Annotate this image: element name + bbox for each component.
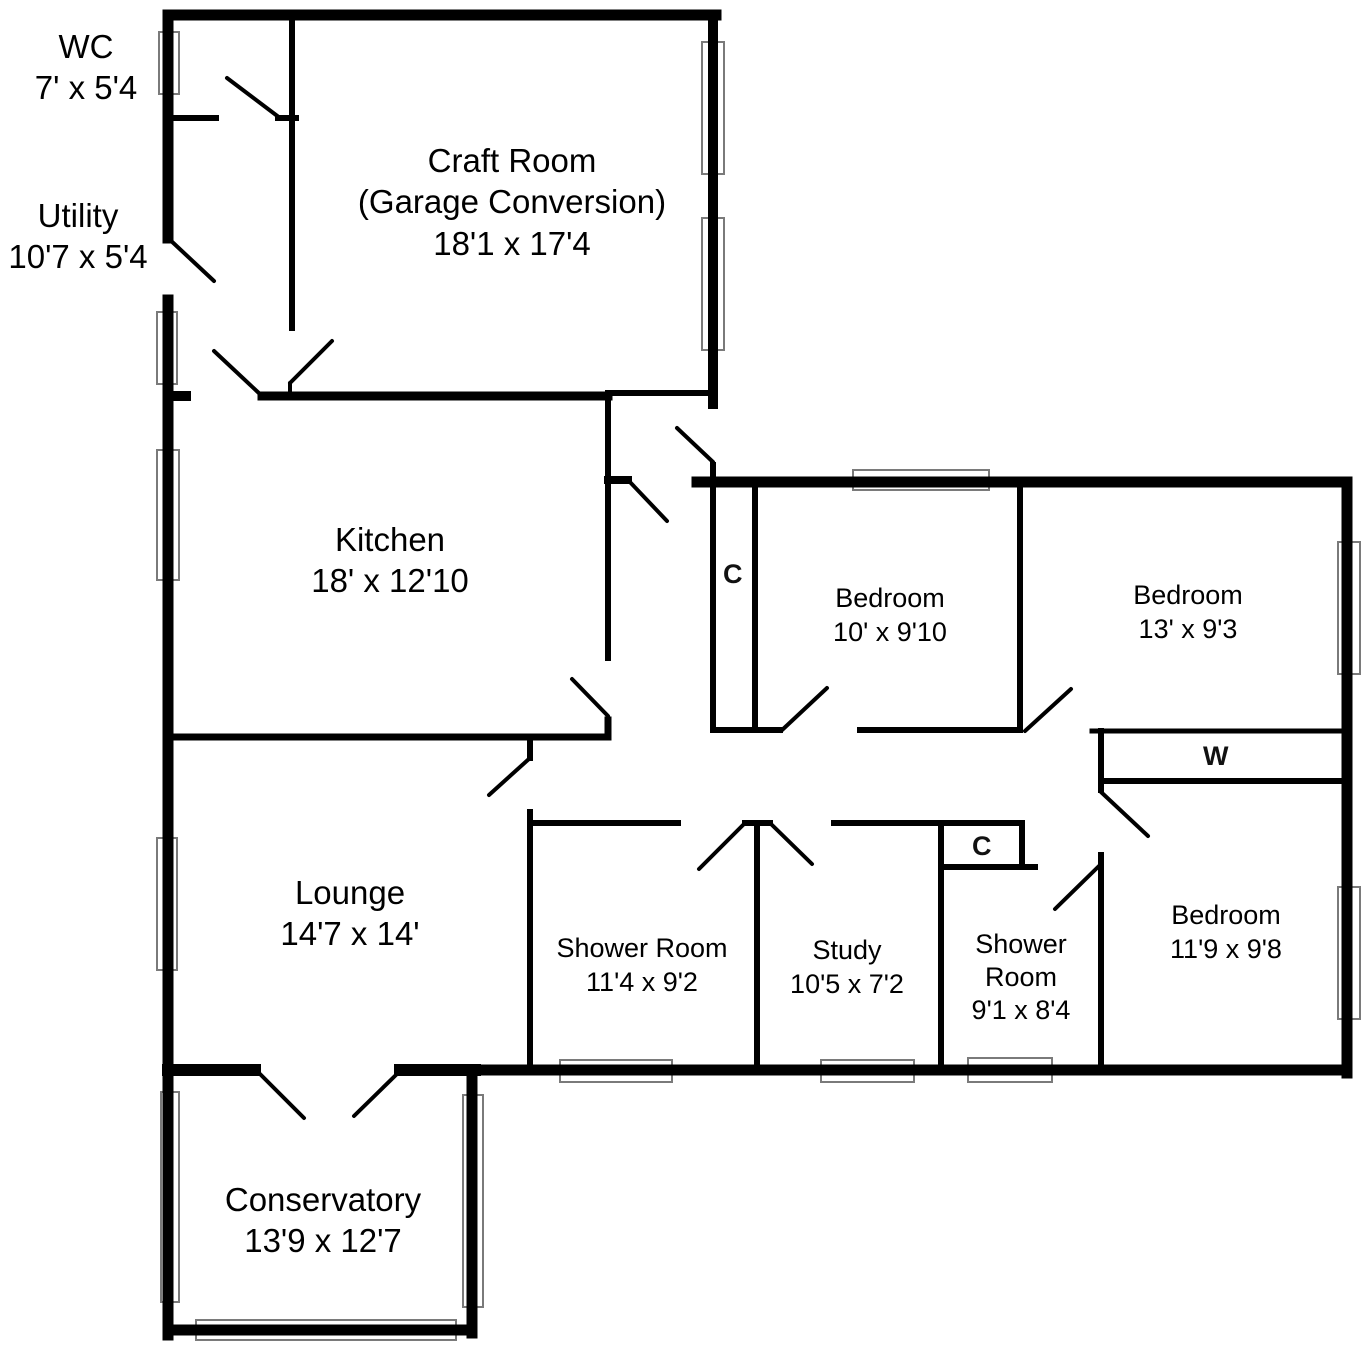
- door: [570, 677, 610, 718]
- room-name: Kitchen: [334, 521, 446, 558]
- room-dimensions: 7' x 5'4: [34, 69, 138, 107]
- room-dimensions: 18' x 12'10: [311, 562, 469, 600]
- room-name-line2: Room: [984, 961, 1058, 992]
- room-label-bedroom-3: Bedroom 11'9 x 9'8: [1126, 899, 1326, 967]
- room-dimensions: 13'9 x 12'7: [244, 1222, 402, 1260]
- cupboard-marker: C: [723, 559, 743, 589]
- door: [1099, 790, 1150, 838]
- door: [1053, 864, 1101, 911]
- room-name: WC: [58, 28, 114, 65]
- door: [212, 349, 264, 398]
- cupboard-marker: C: [972, 831, 992, 861]
- door: [288, 339, 334, 385]
- room-label-utility: Utility 10'7 x 5'4: [0, 195, 158, 278]
- doors: [166, 76, 1150, 1120]
- room-subtitle: (Garage Conversion): [357, 183, 667, 221]
- door: [487, 756, 532, 797]
- room-dimensions: 10' x 9'10: [833, 616, 947, 647]
- door: [779, 686, 829, 733]
- door: [1023, 687, 1073, 733]
- wardrobe-marker: W: [1203, 741, 1229, 771]
- room-label-shower-room-2: Shower Room 9'1 x 8'4: [946, 928, 1096, 1027]
- room-name: Lounge: [294, 874, 406, 911]
- room-name: Utility: [37, 197, 119, 234]
- door: [697, 821, 747, 871]
- room-label-kitchen: Kitchen 18' x 12'10: [270, 519, 510, 602]
- door: [626, 478, 669, 523]
- room-name: Study: [812, 935, 882, 965]
- door: [352, 1070, 401, 1118]
- room-dimensions: 13' x 9'3: [1138, 613, 1238, 644]
- room-name: Bedroom: [1133, 580, 1243, 610]
- door: [225, 76, 282, 120]
- room-dimensions: 11'9 x 9'8: [1170, 933, 1282, 964]
- door: [256, 1070, 306, 1120]
- room-dimensions: 18'1 x 17'4: [433, 224, 591, 262]
- room-name: Bedroom: [835, 583, 945, 613]
- room-name: Conservatory: [224, 1181, 422, 1218]
- room-dimensions: 14'7 x 14': [280, 915, 420, 953]
- room-label-wc: WC 7' x 5'4: [16, 26, 156, 109]
- room-dimensions: 9'1 x 8'4: [971, 994, 1071, 1025]
- door: [768, 821, 814, 866]
- room-label-conservatory: Conservatory 13'9 x 12'7: [193, 1179, 453, 1262]
- room-label-shower-room-1: Shower Room 11'4 x 9'2: [535, 932, 749, 1000]
- room-dimensions: 10'5 x 7'2: [790, 968, 904, 999]
- room-name: Craft Room: [427, 142, 597, 179]
- walls: [162, 9, 1353, 1341]
- room-label-bedroom-2: Bedroom 13' x 9'3: [1088, 579, 1288, 647]
- room-name: Shower: [975, 929, 1067, 959]
- door: [675, 426, 715, 464]
- room-dimensions: 10'7 x 5'4: [8, 238, 148, 276]
- room-label-study: Study 10'5 x 7'2: [762, 934, 932, 1002]
- room-label-bedroom-1: Bedroom 10' x 9'10: [790, 582, 990, 650]
- room-label-lounge: Lounge 14'7 x 14': [230, 872, 470, 955]
- room-dimensions: 11'4 x 9'2: [586, 966, 698, 997]
- room-name: Shower Room: [556, 933, 728, 963]
- room-name: Bedroom: [1171, 900, 1281, 930]
- room-label-craft-room: Craft Room (Garage Conversion) 18'1 x 17…: [312, 140, 712, 264]
- door: [166, 236, 216, 283]
